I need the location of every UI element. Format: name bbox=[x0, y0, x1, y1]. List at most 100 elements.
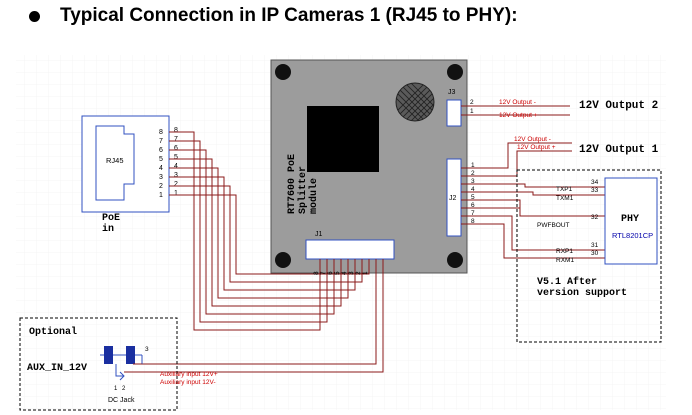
j1-pin-1: 1 bbox=[362, 271, 369, 275]
transformer-chip bbox=[307, 106, 379, 172]
optional-title: Optional bbox=[29, 326, 77, 338]
phy-signal-txp1: TXP1 bbox=[556, 186, 573, 193]
j1-label: J1 bbox=[315, 231, 323, 238]
poe-caption-line2: in bbox=[102, 223, 114, 235]
output1-label: 12V Output 1 bbox=[579, 144, 659, 156]
wire-txm1 bbox=[461, 191, 605, 196]
j3-label: J3 bbox=[448, 89, 456, 96]
j2-pin-4: 4 bbox=[471, 186, 475, 193]
rj45-pin-3: 3 bbox=[159, 174, 163, 181]
wire-out1-plus bbox=[461, 150, 572, 177]
bullet-icon bbox=[29, 10, 40, 22]
j2-pin-6: 6 bbox=[471, 202, 475, 209]
output2-minus-label: 12V Output - bbox=[499, 99, 536, 106]
dc-jack-body bbox=[104, 346, 113, 364]
rj45-pin-number-2: 2 bbox=[174, 181, 178, 188]
module-label-line2: Splitter bbox=[297, 166, 309, 214]
wire-rxp1 bbox=[461, 215, 605, 251]
rj45-pin-number-4: 4 bbox=[174, 163, 178, 170]
wire-pin-6 bbox=[169, 149, 335, 315]
mount-hole-top-left bbox=[275, 64, 291, 80]
phy-pin-30: 30 bbox=[591, 250, 599, 257]
wire-aux-minus bbox=[133, 259, 384, 373]
j3-pin-2: 2 bbox=[470, 99, 474, 106]
j2-pin-3: 3 bbox=[471, 178, 475, 185]
j1-pin-7: 7 bbox=[320, 271, 327, 275]
poe-caption-line1: PoE bbox=[102, 213, 120, 224]
phy-chip-name: RTL8201CP bbox=[612, 231, 653, 240]
wire-pin-1 bbox=[169, 194, 370, 275]
rj45-pin-number-7: 7 bbox=[174, 136, 178, 143]
j2-pin-7: 7 bbox=[471, 210, 475, 217]
optional-dashed-area bbox=[19, 317, 178, 411]
j2-wiring bbox=[461, 142, 605, 259]
rj45-to-j1-wires bbox=[133, 131, 384, 373]
rj45-block: RJ45 PoE in 8 7 6 5 4 3 2 1 8 7 6 5 4 3 … bbox=[81, 115, 178, 235]
j2-label: J2 bbox=[449, 195, 457, 202]
rj45-pin-2: 2 bbox=[159, 183, 163, 190]
j3-connector bbox=[446, 99, 462, 127]
rj45-symbol bbox=[95, 125, 135, 201]
phy-pin-32: 32 bbox=[591, 214, 599, 221]
aux-in-label: AUX_IN_12V bbox=[27, 363, 87, 374]
rj45-pin-1: 1 bbox=[159, 192, 163, 199]
phy-dashed-area bbox=[516, 169, 662, 343]
j1-connector bbox=[305, 239, 395, 260]
j1-pin-5: 5 bbox=[334, 271, 341, 275]
phy-note-line1: V5.1 After bbox=[537, 276, 597, 288]
rj45-pin-6: 6 bbox=[159, 147, 163, 154]
dc-jack-tip bbox=[126, 346, 135, 364]
rj45-outline bbox=[81, 115, 170, 213]
wire-pwfbout bbox=[461, 207, 605, 217]
output2-plus-label: 12V Output + bbox=[499, 112, 538, 119]
page-heading: Typical Connection in IP Cameras 1 (RJ45… bbox=[26, 1, 686, 31]
aux-plus-label: Auxiliary input 12V+ bbox=[160, 371, 218, 378]
j1-pin-8: 8 bbox=[313, 271, 320, 275]
phy-pin-34: 34 bbox=[591, 179, 599, 186]
module-label-line3: module bbox=[308, 178, 320, 214]
rj45-pin-number-5: 5 bbox=[174, 154, 178, 161]
output1-minus-label: 12V Output - bbox=[514, 136, 551, 143]
j1-pin-6: 6 bbox=[327, 271, 334, 275]
phy-block: PHY RTL8201CP TXP1 TXM1 PWFBOUT RXP1 RXM… bbox=[516, 169, 662, 343]
wire-pin-7 bbox=[169, 140, 328, 323]
j2-pin-1: 1 bbox=[471, 162, 475, 169]
mount-hole-bottom-left bbox=[275, 252, 291, 268]
mount-hole-top-right bbox=[447, 64, 463, 80]
splitter-module: RT7600 PoE Splitter module J1 J2 J3 bbox=[270, 59, 468, 274]
rj45-pin-7: 7 bbox=[159, 138, 163, 145]
j1-pin-2: 2 bbox=[355, 271, 362, 275]
output1-plus-label: 12V Output + bbox=[517, 144, 556, 151]
rj45-pin-number-6: 6 bbox=[174, 145, 178, 152]
phy-title: PHY bbox=[621, 214, 639, 225]
aux-minus-label: Auxiliary input 12V- bbox=[160, 379, 216, 386]
rj45-pin-5: 5 bbox=[159, 156, 163, 163]
phy-pin-31: 31 bbox=[591, 242, 599, 249]
phy-pin-33: 33 bbox=[591, 187, 599, 194]
hatched-component bbox=[395, 82, 435, 122]
phy-signal-rxm1: RXM1 bbox=[556, 257, 574, 264]
output2-label: 12V Output 2 bbox=[579, 100, 658, 112]
j2-pin-8: 8 bbox=[471, 218, 475, 225]
dc-jack-pin-1: 1 bbox=[114, 386, 118, 392]
j3-pin-1: 1 bbox=[470, 108, 474, 115]
mount-hole-bottom-right bbox=[447, 252, 463, 268]
phy-signal-pwfbout: PWFBOUT bbox=[537, 222, 570, 229]
wire-aux-plus bbox=[133, 259, 377, 365]
optional-block: Optional AUX_IN_12V 3 1 2 DC Jack Auxili… bbox=[19, 317, 218, 411]
dc-jack-pin-2: 2 bbox=[122, 386, 126, 392]
rj45-label: RJ45 bbox=[106, 156, 124, 165]
phy-signal-rxp1: RXP1 bbox=[556, 248, 573, 255]
heading-text: Typical Connection in IP Cameras 1 (RJ45… bbox=[60, 5, 518, 26]
phy-chip bbox=[604, 177, 658, 265]
phy-signal-txm1: TXM1 bbox=[556, 195, 574, 202]
rj45-pin-number-3: 3 bbox=[174, 172, 178, 179]
rj45-pin-8: 8 bbox=[159, 129, 163, 136]
j2-pin-5: 5 bbox=[471, 194, 475, 201]
wire-pin-3 bbox=[169, 176, 356, 291]
phy-note-line2: version support bbox=[537, 287, 627, 299]
j1-pin-3: 3 bbox=[348, 271, 355, 275]
wire-rxm1 bbox=[461, 223, 605, 259]
dc-jack-label: DC Jack bbox=[108, 397, 135, 404]
